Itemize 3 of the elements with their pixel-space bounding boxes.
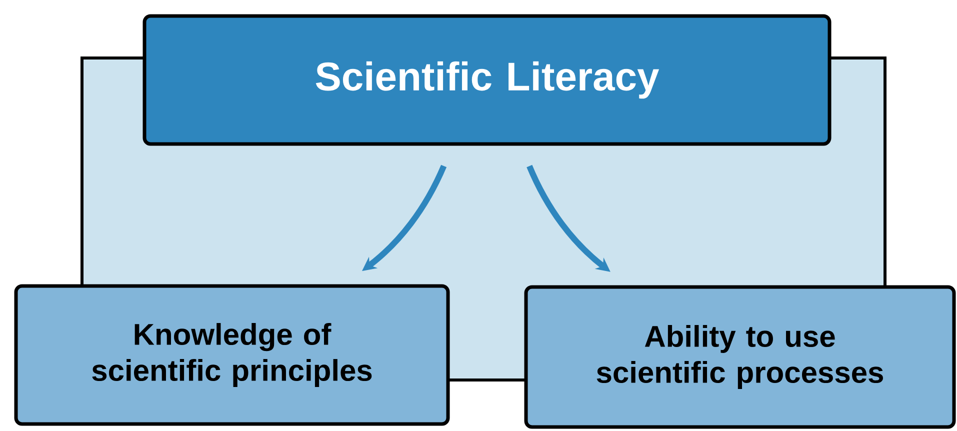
title-box: Scientific Literacy	[142, 14, 832, 146]
concept-box: Ability to use scientific processes	[524, 285, 956, 429]
concept-box: Knowledge of scientific principles	[14, 284, 450, 426]
